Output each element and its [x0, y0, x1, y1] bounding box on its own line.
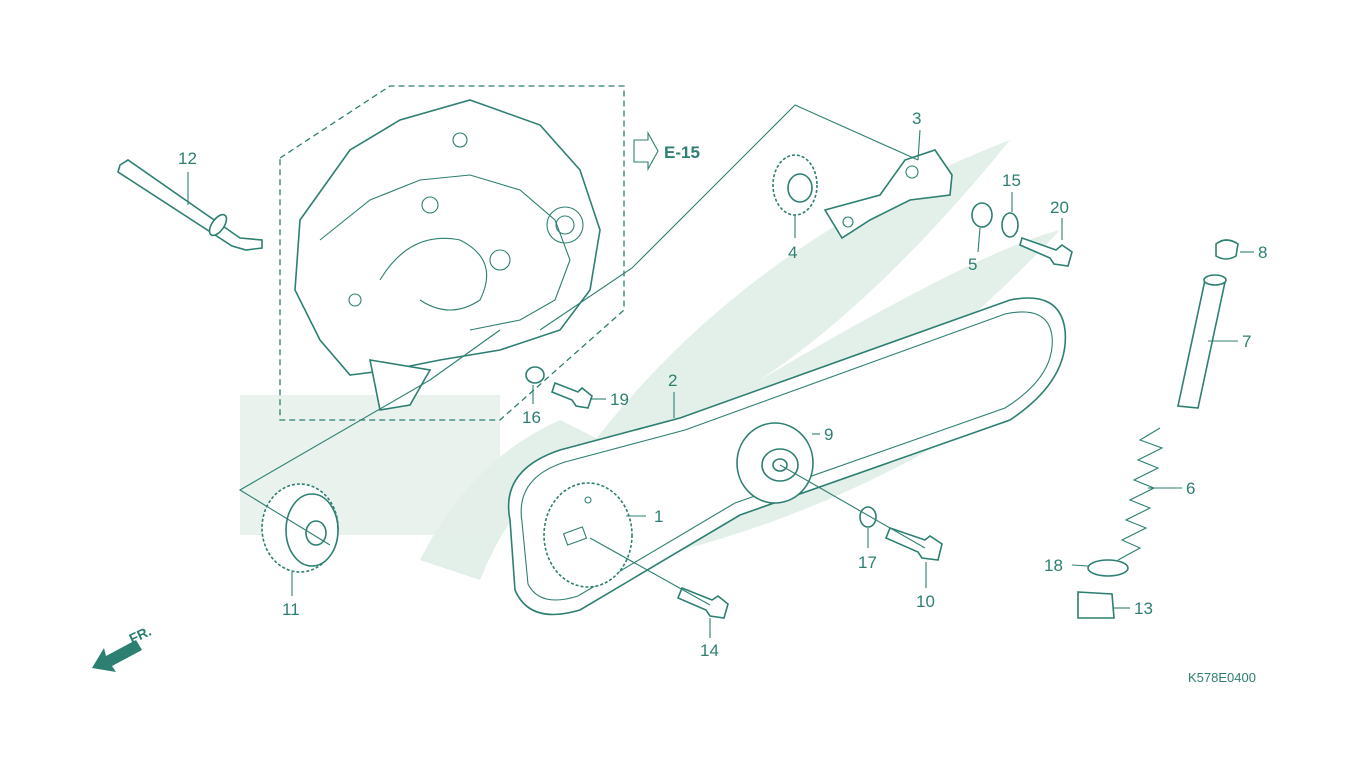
front-indicator: FR. — [92, 623, 154, 672]
part-7-tube — [1177, 279, 1226, 409]
part-label-19: 19 — [610, 390, 629, 409]
crankcase-reference-box — [279, 85, 625, 421]
reference-label: E-15 — [664, 143, 700, 162]
part-label-17: 17 — [858, 553, 877, 572]
reference-arrow-icon — [633, 130, 659, 172]
part-label-5: 5 — [968, 255, 977, 274]
part-label-16: 16 — [522, 408, 541, 427]
part-label-11: 11 — [282, 600, 300, 619]
part-14-bolt — [676, 586, 729, 619]
part-4-idler — [772, 154, 818, 216]
part-6-spring — [1117, 427, 1164, 561]
part-3-bracket-hole-2 — [905, 165, 919, 179]
part-label-12: 12 — [178, 149, 197, 168]
part-11-sprocket — [261, 483, 339, 573]
reference-e15: E-15 — [633, 130, 700, 172]
part-3-bracket-hole — [842, 216, 854, 228]
front-label: FR. — [127, 623, 154, 647]
part-12-shaft — [117, 159, 263, 251]
part-9-roller — [736, 422, 814, 504]
part-16-washer — [525, 366, 545, 384]
part-7-tube-top — [1203, 274, 1227, 286]
part-label-18: 18 — [1044, 556, 1063, 575]
front-arrow-icon — [92, 640, 142, 672]
part-label-20: 20 — [1050, 198, 1069, 217]
part-3-bracket — [823, 149, 953, 240]
part-label-15: 15 — [1002, 171, 1021, 190]
crankcase-drawing — [294, 99, 601, 411]
part-10-bolt — [884, 526, 943, 561]
part-19-bolt — [551, 381, 593, 409]
part-label-6: 6 — [1186, 479, 1195, 498]
part-8-cap — [1215, 239, 1239, 260]
part-18-gasket — [1087, 559, 1129, 577]
part-2-cam-chain-inner — [520, 311, 1053, 601]
leader-lines — [187, 104, 1254, 638]
part-15-washer — [1001, 212, 1019, 238]
part-17-washer — [859, 506, 877, 528]
part-label-8: 8 — [1258, 243, 1267, 262]
part-label-14: 14 — [700, 641, 719, 660]
part-label-13: 13 — [1134, 599, 1153, 618]
part-label-2: 2 — [668, 371, 677, 390]
part-label-10: 10 — [916, 592, 935, 611]
part-20-bolt — [1019, 236, 1073, 267]
part-1-cam-sprocket — [543, 482, 633, 588]
part-13-plug — [1077, 591, 1115, 619]
part-label-9: 9 — [824, 425, 833, 444]
part-labels: 1 2 3 4 5 6 7 8 9 10 11 12 13 14 15 16 1… — [178, 109, 1267, 660]
part-label-4: 4 — [788, 243, 797, 262]
part-label-3: 3 — [912, 109, 921, 128]
part-label-7: 7 — [1242, 332, 1251, 351]
part-label-1: 1 — [654, 507, 663, 526]
figure-code: K578E0400 — [1188, 670, 1256, 685]
part-5-collar — [971, 202, 993, 228]
